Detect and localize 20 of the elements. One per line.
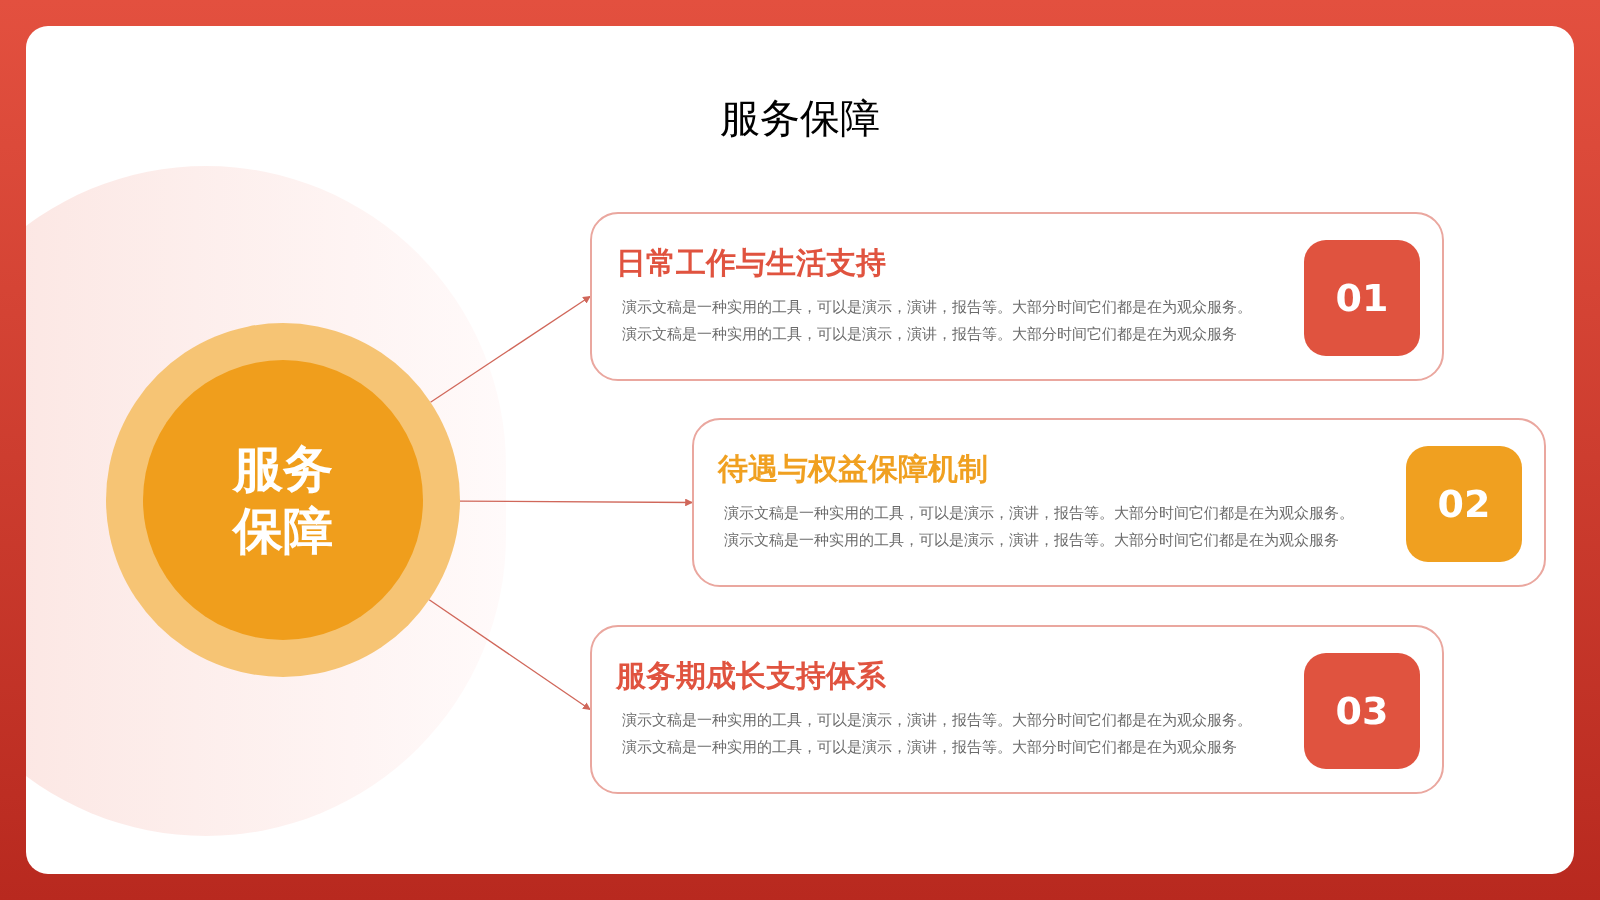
center-label: 服务保障 bbox=[231, 438, 334, 562]
slide-title: 服务保障 bbox=[719, 94, 881, 143]
card-heading: 日常工作与生活支持 bbox=[616, 248, 886, 278]
card-description: 演示文稿是一种实用的工具，可以是演示，演讲，报告等。大部分时间它们都是在为观众服务 bbox=[622, 327, 1237, 342]
card-heading: 待遇与权益保障机制 bbox=[718, 454, 988, 484]
content-card bbox=[590, 212, 1444, 381]
number-badge: 01 bbox=[1304, 240, 1420, 356]
connector-arrow bbox=[429, 295, 591, 403]
card-description: 演示文稿是一种实用的工具，可以是演示，演讲，报告等。大部分时间它们都是在为观众服务 bbox=[724, 533, 1339, 548]
card-description: 演示文稿是一种实用的工具，可以是演示，演讲，报告等。大部分时间它们都是在为观众服务。 bbox=[622, 713, 1252, 728]
content-card bbox=[590, 625, 1444, 794]
card-description: 演示文稿是一种实用的工具，可以是演示，演讲，报告等。大部分时间它们都是在为观众服务。 bbox=[724, 506, 1354, 521]
card-heading: 服务期成长支持体系 bbox=[616, 661, 886, 691]
content-card bbox=[692, 418, 1546, 587]
number-badge: 03 bbox=[1304, 653, 1420, 769]
card-description: 演示文稿是一种实用的工具，可以是演示，演讲，报告等。大部分时间它们都是在为观众服务 bbox=[622, 740, 1237, 755]
card-description: 演示文稿是一种实用的工具，可以是演示，演讲，报告等。大部分时间它们都是在为观众服务。 bbox=[622, 300, 1252, 315]
number-badge: 02 bbox=[1406, 446, 1522, 562]
connector-arrow bbox=[459, 498, 693, 507]
connector-arrow bbox=[428, 599, 591, 711]
